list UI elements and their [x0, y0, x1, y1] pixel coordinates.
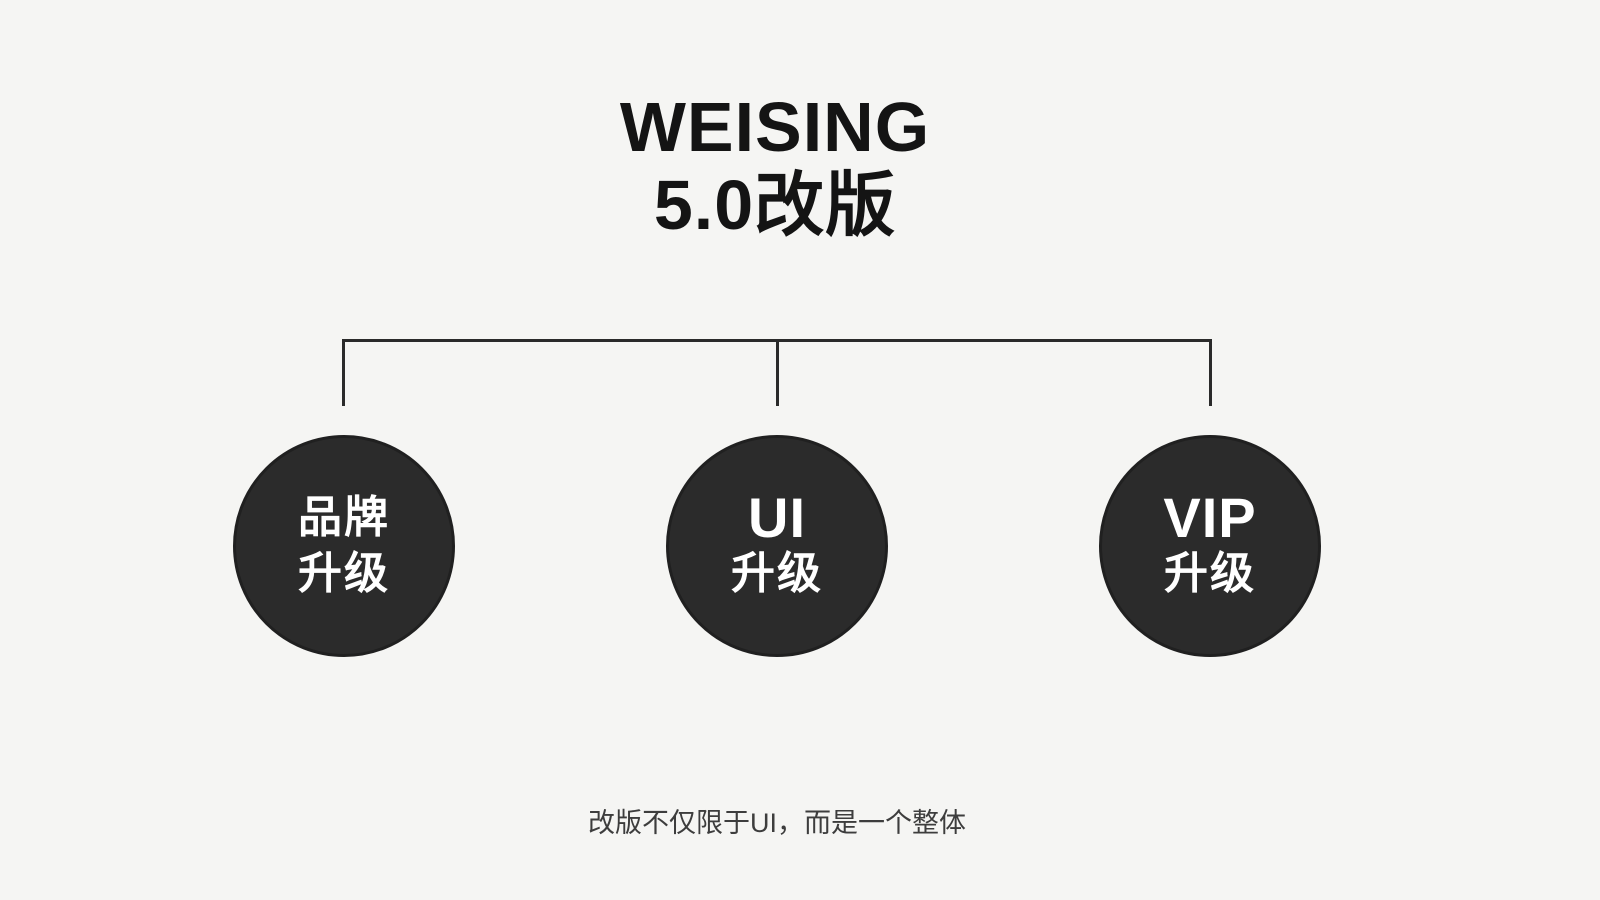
- node-ui-upgrade-line2: 升级: [731, 549, 823, 598]
- caption-text: 改版不仅限于UI，而是一个整体: [588, 808, 966, 838]
- page-title-line1: WEISING: [619, 88, 931, 166]
- node-brand-upgrade-line1: 品牌: [298, 493, 390, 542]
- node-brand-upgrade: 品牌 升级: [233, 435, 455, 657]
- connector-branch-right: [1209, 339, 1212, 406]
- node-vip-upgrade-line2: 升级: [1164, 549, 1256, 598]
- node-brand-upgrade-line2: 升级: [298, 549, 390, 598]
- page-title: WEISING 5.0改版: [620, 88, 930, 244]
- node-vip-upgrade-line1: VIP: [1163, 486, 1257, 549]
- page-title-line2: 5.0改版: [653, 166, 897, 244]
- node-ui-upgrade-line1: UI: [748, 486, 806, 549]
- node-ui-upgrade: UI 升级: [666, 435, 888, 657]
- connector-branch-left: [342, 339, 345, 406]
- node-vip-upgrade: VIP 升级: [1099, 435, 1321, 657]
- connector-branch-middle: [776, 339, 779, 406]
